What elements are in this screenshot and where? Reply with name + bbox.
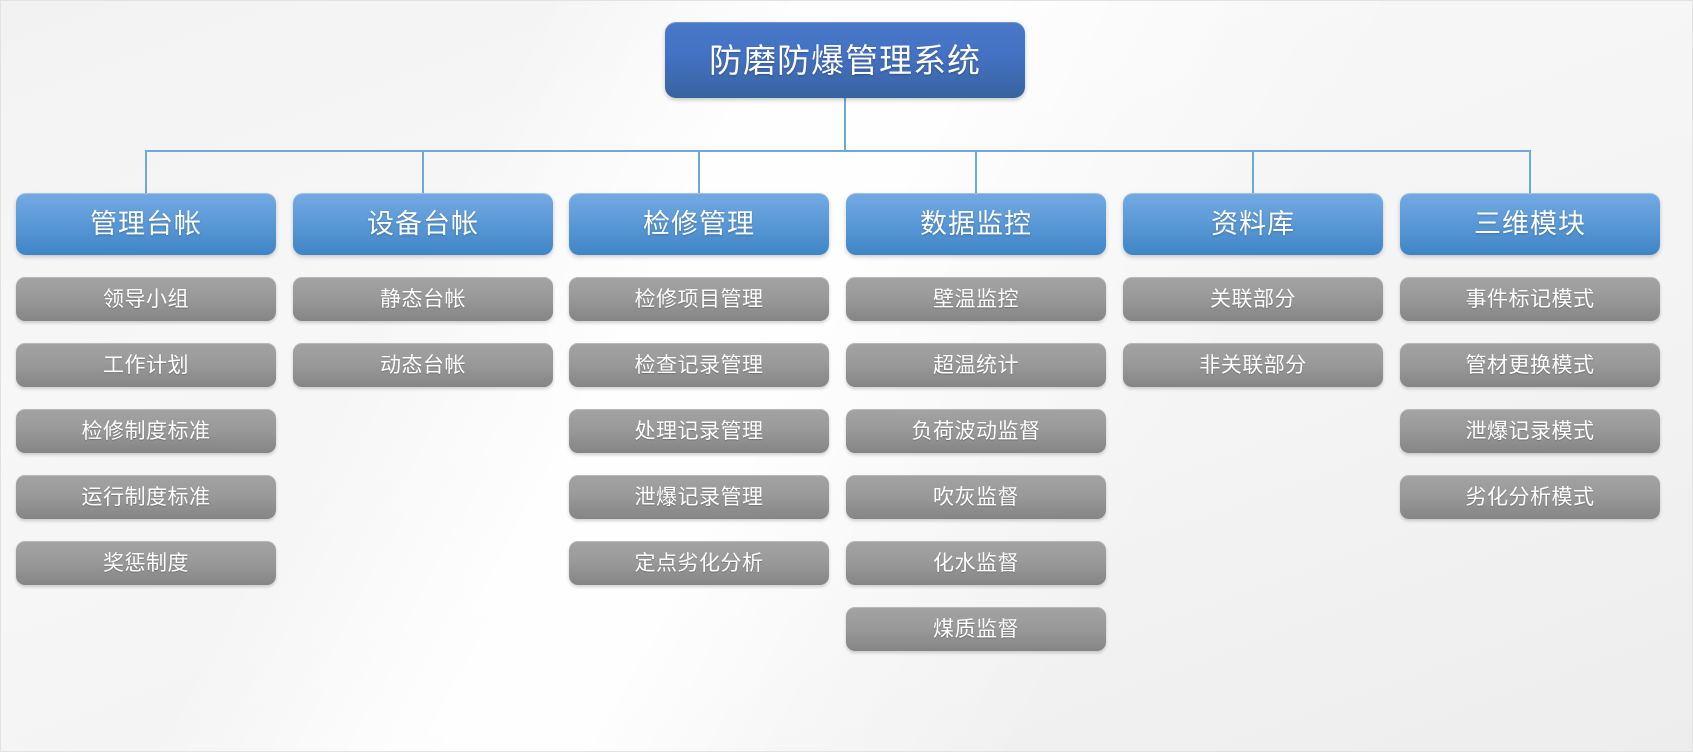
leaf-node-label: 煤质监督 — [933, 616, 1019, 641]
root-node-label: 防磨防爆管理系统 — [709, 40, 981, 80]
branch-column-4: 资料库 关联部分 非关联部分 — [1123, 193, 1383, 387]
leaf-node[interactable]: 静态台帐 — [293, 277, 553, 321]
leaf-node-label: 吹灰监督 — [933, 484, 1019, 509]
branch-node-label: 数据监控 — [920, 208, 1032, 240]
leaf-node-label: 超温统计 — [933, 352, 1019, 377]
leaf-node-label: 化水监督 — [933, 550, 1019, 575]
leaf-node-label: 定点劣化分析 — [634, 550, 764, 575]
leaf-node-label: 工作计划 — [103, 352, 189, 377]
branch-node-label: 资料库 — [1211, 208, 1295, 240]
leaf-node-label: 泄爆记录模式 — [1465, 418, 1595, 443]
branch-node-0[interactable]: 管理台帐 — [16, 193, 276, 255]
leaf-node[interactable]: 非关联部分 — [1123, 343, 1383, 387]
branch-column-2: 检修管理 检修项目管理 检查记录管理 处理记录管理 泄爆记录管理 定点劣化分析 — [569, 193, 829, 585]
leaf-list-1: 静态台帐 动态台帐 — [293, 277, 553, 387]
leaf-node[interactable]: 吹灰监督 — [846, 475, 1106, 519]
leaf-node-label: 非关联部分 — [1199, 352, 1307, 377]
leaf-node[interactable]: 泄爆记录管理 — [569, 475, 829, 519]
leaf-list-5: 事件标记模式 管材更换模式 泄爆记录模式 劣化分析模式 — [1400, 277, 1660, 519]
leaf-node[interactable]: 负荷波动监督 — [846, 409, 1106, 453]
branch-node-label: 设备台帐 — [367, 208, 479, 240]
leaf-node-label: 壁温监控 — [933, 286, 1019, 311]
leaf-list-4: 关联部分 非关联部分 — [1123, 277, 1383, 387]
branch-column-0: 管理台帐 领导小组 工作计划 检修制度标准 运行制度标准 奖惩制度 — [16, 193, 276, 585]
leaf-node[interactable]: 泄爆记录模式 — [1400, 409, 1660, 453]
root-node[interactable]: 防磨防爆管理系统 — [665, 22, 1025, 98]
branch-node-4[interactable]: 资料库 — [1123, 193, 1383, 255]
leaf-node-label: 奖惩制度 — [103, 550, 189, 575]
leaf-node[interactable]: 工作计划 — [16, 343, 276, 387]
leaf-node[interactable]: 检修项目管理 — [569, 277, 829, 321]
leaf-node[interactable]: 处理记录管理 — [569, 409, 829, 453]
leaf-node-label: 劣化分析模式 — [1465, 484, 1595, 509]
leaf-node[interactable]: 化水监督 — [846, 541, 1106, 585]
leaf-node[interactable]: 管材更换模式 — [1400, 343, 1660, 387]
leaf-node[interactable]: 奖惩制度 — [16, 541, 276, 585]
branch-node-label: 三维模块 — [1474, 208, 1586, 240]
leaf-node-label: 泄爆记录管理 — [634, 484, 764, 509]
leaf-node-label: 负荷波动监督 — [911, 418, 1041, 443]
leaf-node-label: 运行制度标准 — [81, 484, 211, 509]
branch-column-5: 三维模块 事件标记模式 管材更换模式 泄爆记录模式 劣化分析模式 — [1400, 193, 1660, 519]
leaf-node-label: 静态台帐 — [380, 286, 466, 311]
leaf-node[interactable]: 检查记录管理 — [569, 343, 829, 387]
branch-column-3: 数据监控 壁温监控 超温统计 负荷波动监督 吹灰监督 化水监督 煤质监督 — [846, 193, 1106, 651]
leaf-node[interactable]: 运行制度标准 — [16, 475, 276, 519]
leaf-node-label: 检修项目管理 — [634, 286, 764, 311]
leaf-node[interactable]: 劣化分析模式 — [1400, 475, 1660, 519]
leaf-node-label: 领导小组 — [103, 286, 189, 311]
leaf-node-label: 处理记录管理 — [634, 418, 764, 443]
leaf-node-label: 检修制度标准 — [81, 418, 211, 443]
leaf-node-label: 关联部分 — [1210, 286, 1296, 311]
branch-node-label: 检修管理 — [643, 208, 755, 240]
leaf-list-2: 检修项目管理 检查记录管理 处理记录管理 泄爆记录管理 定点劣化分析 — [569, 277, 829, 585]
leaf-list-3: 壁温监控 超温统计 负荷波动监督 吹灰监督 化水监督 煤质监督 — [846, 277, 1106, 651]
leaf-node[interactable]: 领导小组 — [16, 277, 276, 321]
branch-node-2[interactable]: 检修管理 — [569, 193, 829, 255]
branch-node-3[interactable]: 数据监控 — [846, 193, 1106, 255]
leaf-node-label: 管材更换模式 — [1465, 352, 1595, 377]
leaf-node[interactable]: 事件标记模式 — [1400, 277, 1660, 321]
branch-node-1[interactable]: 设备台帐 — [293, 193, 553, 255]
leaf-node[interactable]: 壁温监控 — [846, 277, 1106, 321]
leaf-node-label: 事件标记模式 — [1465, 286, 1595, 311]
branch-node-5[interactable]: 三维模块 — [1400, 193, 1660, 255]
leaf-node[interactable]: 定点劣化分析 — [569, 541, 829, 585]
leaf-node-label: 检查记录管理 — [634, 352, 764, 377]
leaf-list-0: 领导小组 工作计划 检修制度标准 运行制度标准 奖惩制度 — [16, 277, 276, 585]
leaf-node[interactable]: 超温统计 — [846, 343, 1106, 387]
branch-column-1: 设备台帐 静态台帐 动态台帐 — [293, 193, 553, 387]
leaf-node[interactable]: 动态台帐 — [293, 343, 553, 387]
branch-node-label: 管理台帐 — [90, 208, 202, 240]
leaf-node[interactable]: 煤质监督 — [846, 607, 1106, 651]
leaf-node-label: 动态台帐 — [380, 352, 466, 377]
leaf-node[interactable]: 关联部分 — [1123, 277, 1383, 321]
leaf-node[interactable]: 检修制度标准 — [16, 409, 276, 453]
